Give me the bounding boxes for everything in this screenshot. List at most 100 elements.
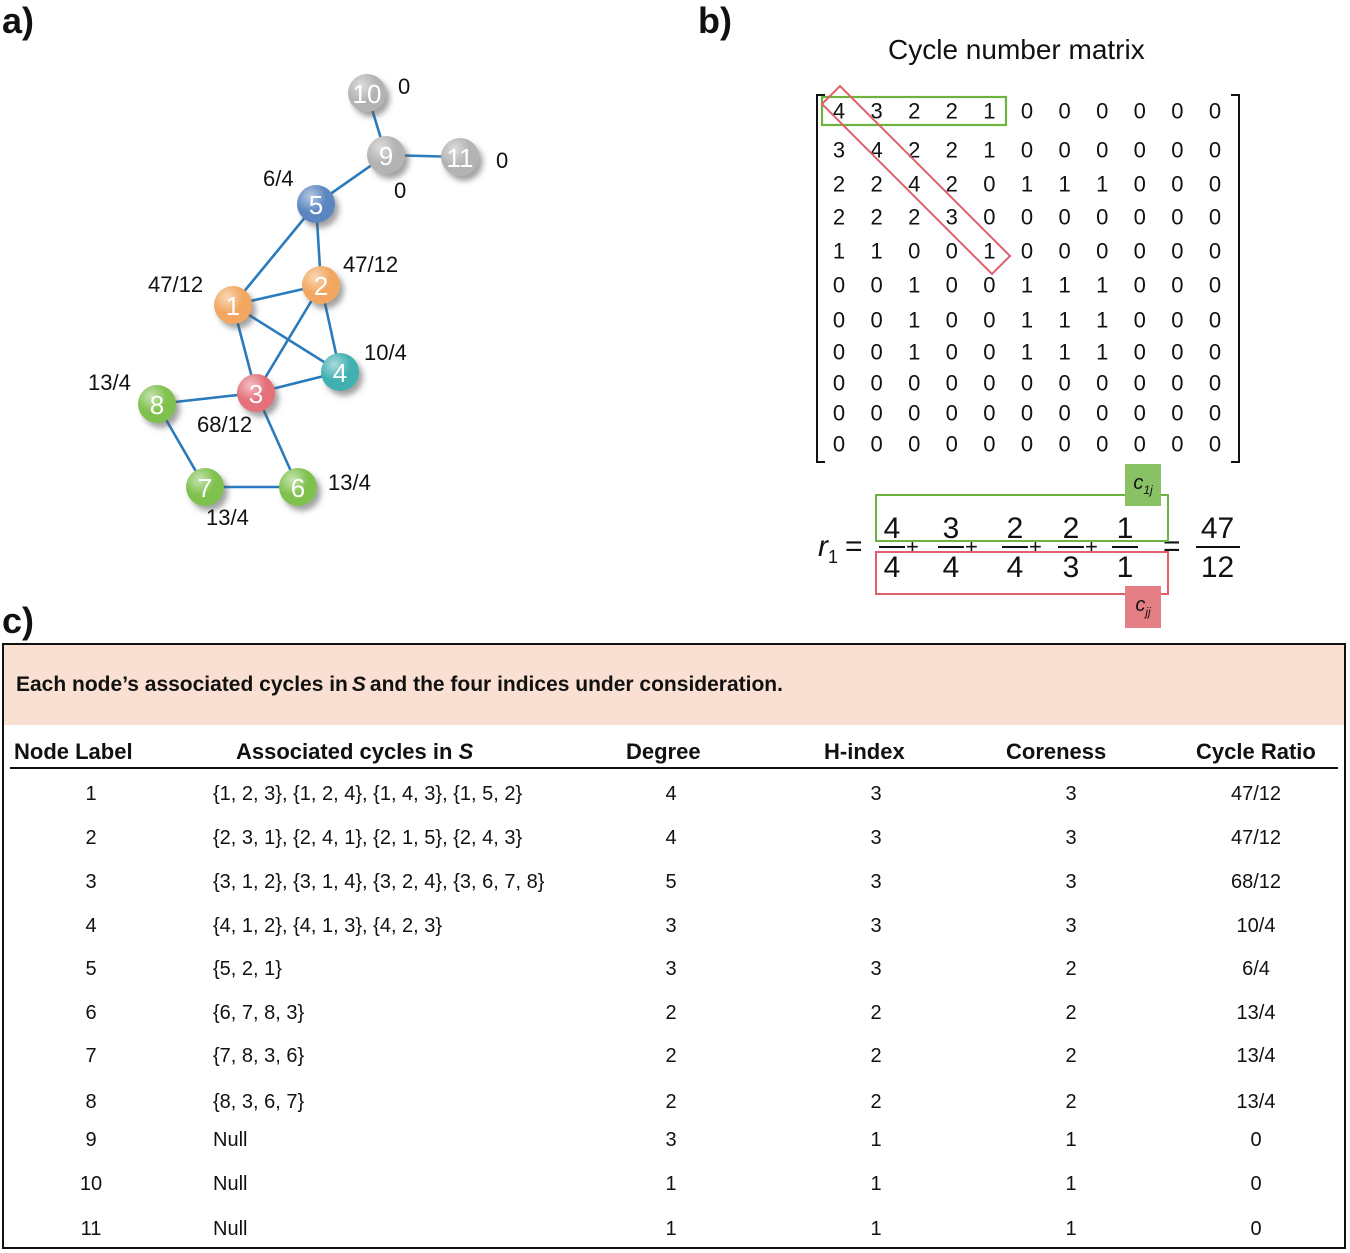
cell-node: 6	[85, 1002, 97, 1024]
cell-cycles: Null	[213, 1173, 248, 1195]
matrix-cell: 0	[1134, 99, 1146, 124]
fraction-bar	[879, 546, 905, 548]
graph-node-weight: 6/4	[263, 166, 294, 191]
matrix-cell: 0	[1134, 273, 1146, 298]
cell-ratio: 13/4	[1236, 1045, 1276, 1067]
matrix-cell: 0	[1209, 308, 1221, 333]
matrix-cell: 0	[833, 401, 845, 426]
matrix-cell: 1	[1021, 340, 1033, 365]
cell-degree: 3	[665, 915, 677, 937]
matrix-cell: 0	[908, 432, 920, 457]
matrix-cell: 1	[983, 239, 995, 264]
graph-node-9: 90	[367, 136, 406, 203]
cell-cycles: {5, 2, 1}	[213, 958, 282, 980]
cell-hindex: 1	[870, 1218, 882, 1240]
matrix-cell: 0	[1171, 340, 1183, 365]
cell-cycles: Null	[213, 1129, 248, 1151]
matrix-cell: 0	[1096, 205, 1108, 230]
cell-ratio: 0	[1250, 1218, 1262, 1240]
cell-coreness: 2	[1065, 1045, 1077, 1067]
matrix-cell: 0	[1058, 401, 1070, 426]
cell-cycles: {1, 2, 3}, {1, 2, 4}, {1, 4, 3}, {1, 5, …	[213, 783, 523, 805]
fraction-numerator: 1	[1116, 512, 1134, 545]
formula-result-numerator: 47	[1200, 512, 1235, 545]
matrix-cell: 0	[870, 308, 882, 333]
cell-hindex: 1	[870, 1129, 882, 1151]
graph-node-weight: 13/4	[206, 505, 249, 530]
cell-coreness: 3	[1065, 871, 1077, 893]
cell-node: 2	[85, 827, 97, 849]
cell-degree: 2	[665, 1091, 677, 1113]
graph-node-3: 368/12	[197, 374, 275, 437]
graph-node-weight: 0	[496, 148, 508, 173]
diag-highlight-box	[875, 551, 1169, 595]
matrix-cell: 0	[1096, 99, 1108, 124]
cell-degree: 2	[665, 1002, 677, 1024]
matrix-cell: 0	[870, 401, 882, 426]
cell-node: 5	[85, 958, 97, 980]
matrix-cell: 0	[1209, 172, 1221, 197]
matrix-cell: 1	[1058, 172, 1070, 197]
matrix-cell: 0	[1134, 239, 1146, 264]
matrix-cell: 1	[870, 239, 882, 264]
matrix-cell: 0	[1021, 239, 1033, 264]
matrix-cell: 3	[833, 138, 845, 163]
matrix-diagonal-highlight	[820, 84, 1012, 276]
cell-degree: 1	[665, 1173, 677, 1195]
cell-node: 11	[80, 1218, 102, 1240]
matrix-cell: 0	[983, 205, 995, 230]
cell-degree: 3	[665, 1129, 677, 1151]
matrix-cell: 0	[946, 371, 958, 396]
matrix-cell: 1	[908, 273, 920, 298]
matrix-cell: 0	[1134, 340, 1146, 365]
matrix-cell: 0	[1171, 273, 1183, 298]
matrix-cell: 0	[983, 172, 995, 197]
cell-node: 8	[85, 1091, 97, 1113]
matrix-cell: 3	[870, 99, 882, 124]
matrix-cell: 0	[1171, 371, 1183, 396]
matrix-cell: 0	[1209, 205, 1221, 230]
matrix-cell: 0	[1209, 239, 1221, 264]
cell-coreness: 3	[1065, 915, 1077, 937]
matrix-cell: 0	[1058, 239, 1070, 264]
cell-degree: 4	[665, 827, 677, 849]
matrix-cell: 0	[1171, 239, 1183, 264]
cell-cycles: Null	[213, 1218, 248, 1240]
matrix-cell: 0	[1134, 138, 1146, 163]
fraction-denominator: 4	[942, 551, 960, 584]
cell-coreness: 1	[1065, 1218, 1077, 1240]
matrix-title: Cycle number matrix	[888, 34, 1145, 65]
cell-coreness: 1	[1065, 1129, 1077, 1151]
graph-edge-2-3	[254, 284, 323, 394]
fraction-numerator: 2	[1062, 512, 1080, 545]
matrix-cell: 0	[1171, 172, 1183, 197]
cell-degree: 4	[665, 783, 677, 805]
matrix-cell: 0	[983, 340, 995, 365]
matrix-cell: 0	[983, 401, 995, 426]
cell-ratio: 47/12	[1230, 783, 1282, 805]
graph-node-label: 2	[314, 271, 328, 301]
graph-node-weight: 68/12	[197, 412, 252, 437]
matrix-cell: 0	[1058, 138, 1070, 163]
matrix-cell: 0	[946, 308, 958, 333]
cell-degree: 1	[665, 1218, 677, 1240]
matrix-cell: 3	[946, 205, 958, 230]
matrix-cell: 2	[946, 99, 958, 124]
cell-hindex: 2	[870, 1045, 882, 1067]
matrix-cell: 1	[1021, 172, 1033, 197]
matrix-cell: 0	[1096, 401, 1108, 426]
cell-ratio: 13/4	[1236, 1091, 1276, 1113]
matrix-cell: 2	[833, 172, 845, 197]
matrix-cell: 0	[908, 239, 920, 264]
matrix-cell: 0	[1058, 205, 1070, 230]
matrix-cell: 0	[983, 308, 995, 333]
formula-equals-1: =	[845, 530, 863, 563]
graph-node-weight: 47/12	[343, 252, 398, 277]
matrix-cell: 0	[983, 371, 995, 396]
matrix-row-highlight	[820, 95, 1008, 127]
header-cycle-ratio: Cycle Ratio	[1196, 739, 1316, 764]
fraction-denominator: 4	[883, 551, 901, 584]
matrix-cell: 0	[870, 340, 882, 365]
cell-degree: 2	[665, 1045, 677, 1067]
